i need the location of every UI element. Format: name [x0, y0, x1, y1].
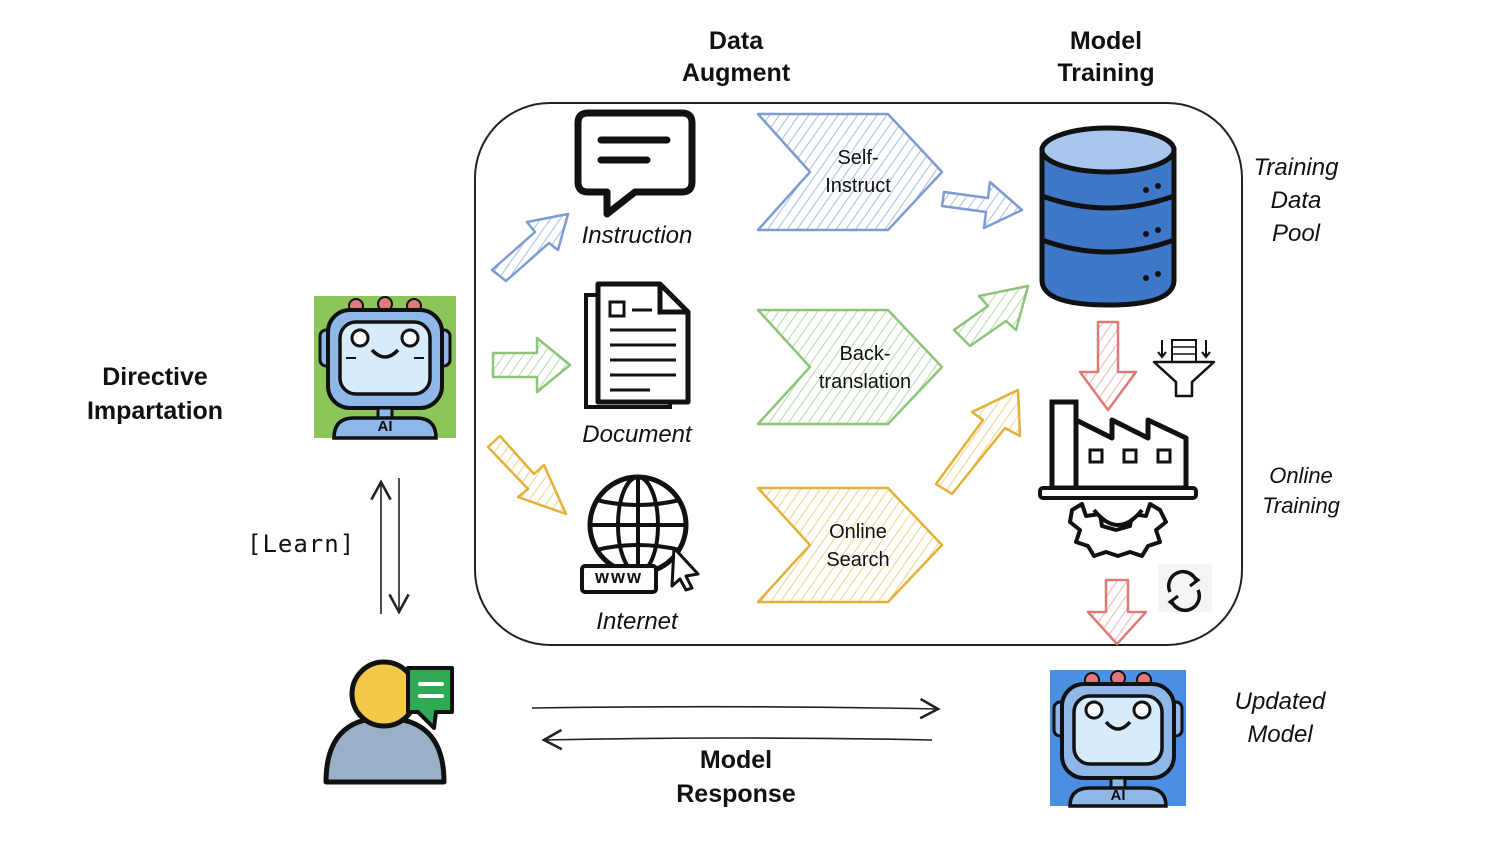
arrow-self-instruct-to-pool: [940, 180, 1024, 230]
robot-avatar-green: [314, 296, 456, 440]
response-arrows: [531, 697, 941, 751]
speech-bubble-icon: [574, 109, 696, 218]
learn-label: [Learn]: [247, 530, 356, 558]
updated-model-label: Updated Model: [1234, 688, 1326, 748]
model-training-header: Model Training: [1057, 27, 1155, 87]
online-training-label: Online Training: [1262, 463, 1340, 518]
augment-training-container: [474, 102, 1243, 646]
directive-impartation-label: Directive Impartation: [86, 363, 224, 425]
factory-gear-icon: [1038, 399, 1198, 558]
robot-badge-blue: AI: [1110, 787, 1126, 804]
self-instruct-label: Self- Instruct: [825, 147, 891, 197]
globe-icon: [580, 474, 700, 594]
arrow-back-translation-to-pool: [952, 284, 1030, 348]
document-label: Document: [582, 421, 692, 448]
www-label: www: [594, 567, 643, 587]
learn-arrows: [370, 478, 410, 615]
arrow-to-instruction: [490, 212, 570, 283]
filter-icon: [1152, 339, 1216, 398]
arrow-to-document: [491, 336, 572, 394]
robot-avatar-blue: [1050, 670, 1186, 808]
online-search-chevron: [756, 486, 944, 604]
arrow-to-internet: [486, 434, 568, 516]
internet-label: Internet: [596, 608, 678, 635]
back-translation-label: Back- translation: [818, 343, 912, 393]
self-instruct-chevron: [756, 112, 944, 232]
training-data-pool-label: Training Data Pool: [1253, 154, 1339, 247]
model-response-label: Model Response: [676, 746, 796, 808]
document-icon: [584, 281, 691, 409]
refresh-icon: [1158, 564, 1212, 613]
database-icon: [1039, 125, 1177, 308]
arrow-training-to-updated-model: [1086, 578, 1148, 646]
robot-badge-green: AI: [377, 418, 393, 435]
user-avatar-icon: [323, 659, 454, 785]
arrow-pool-to-training: [1078, 320, 1138, 412]
online-search-label: Online Search: [826, 521, 890, 571]
instruction-label: Instruction: [581, 222, 693, 249]
data-augment-header: Data Augment: [681, 27, 791, 87]
arrow-online-search-to-training: [934, 388, 1022, 496]
back-translation-chevron: [756, 308, 944, 426]
